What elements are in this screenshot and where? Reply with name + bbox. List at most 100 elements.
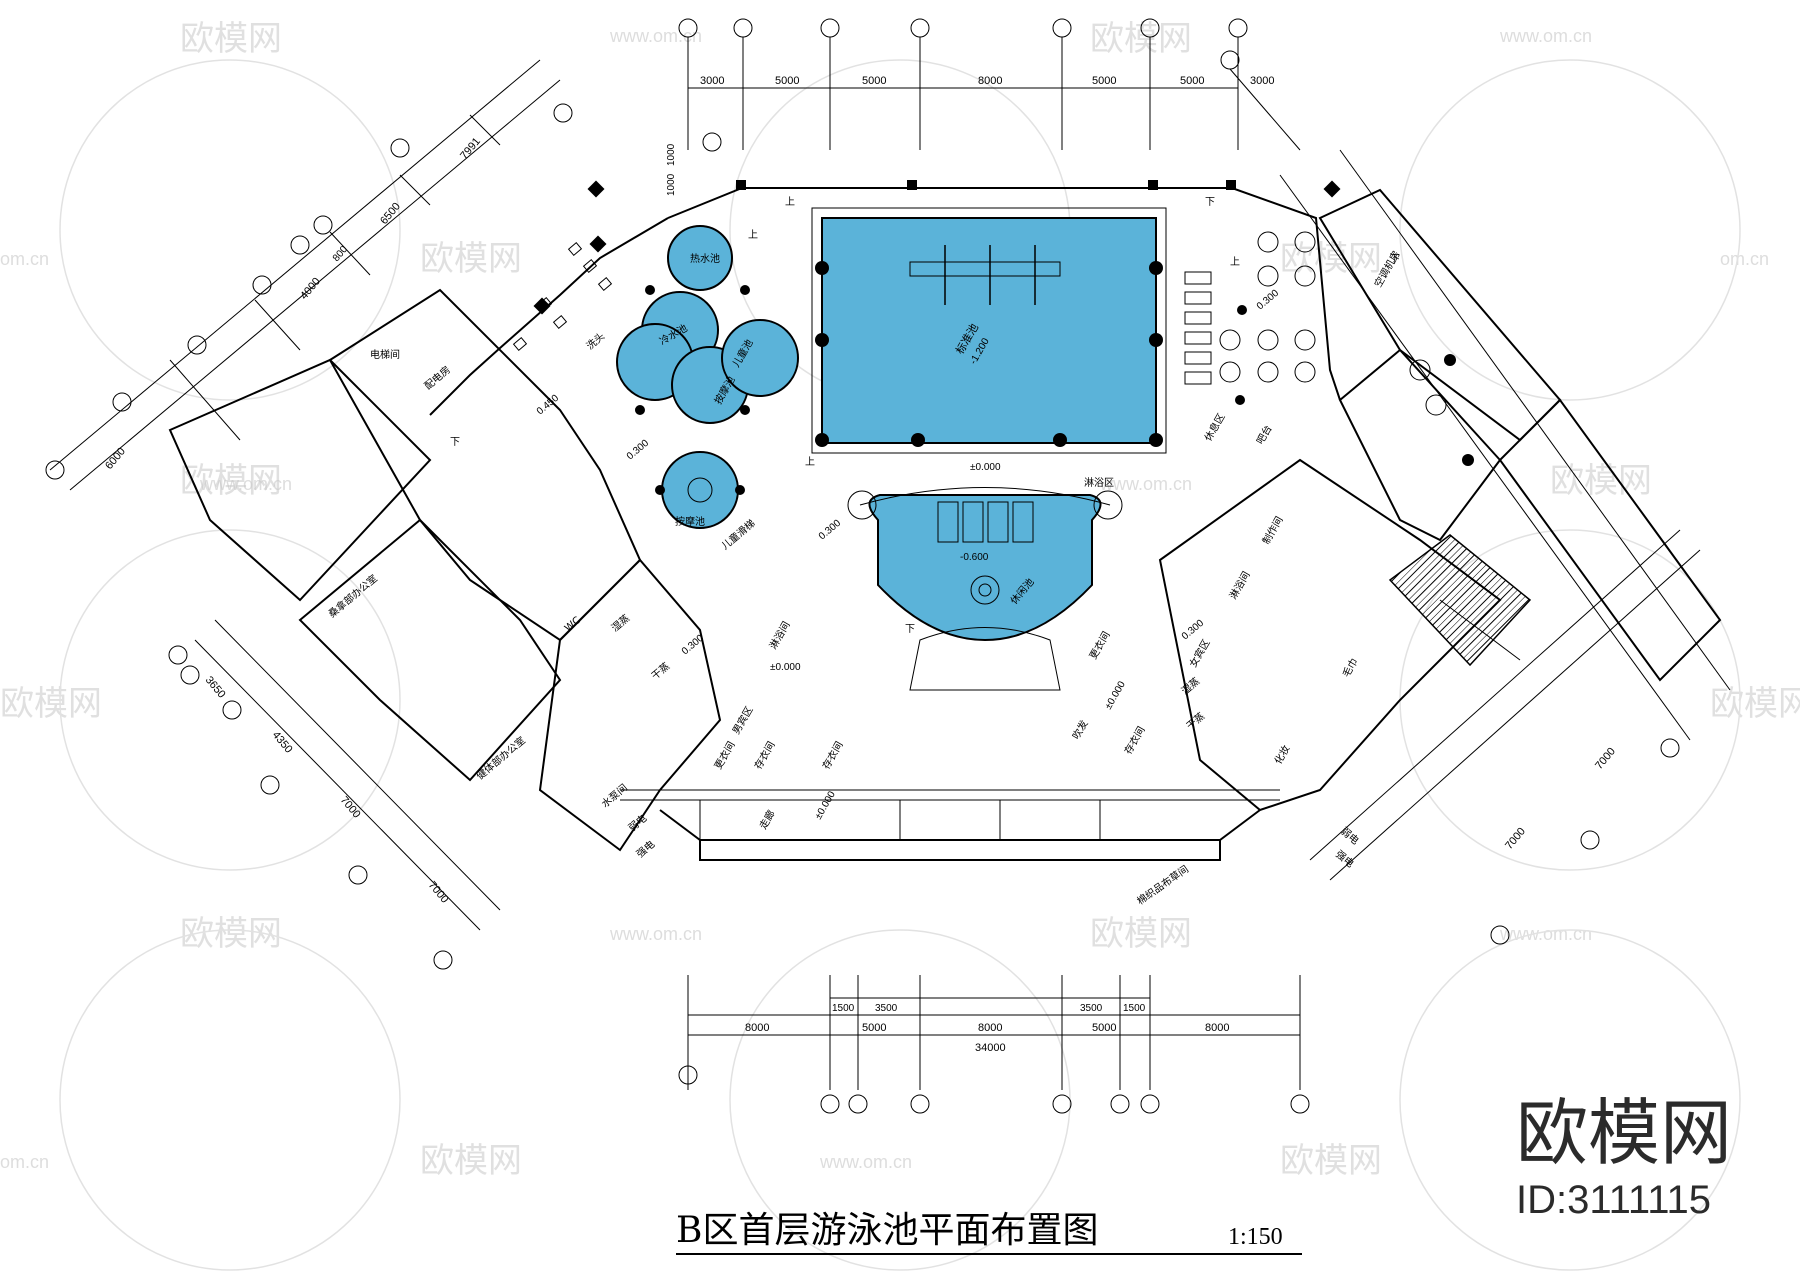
dim-label: 5000 bbox=[1092, 75, 1116, 87]
elevation-label: ±0.000 bbox=[1103, 679, 1128, 711]
room-label: WC bbox=[563, 615, 583, 634]
pool-label: 热水池 bbox=[690, 252, 720, 265]
room-label: 毛巾 bbox=[1339, 656, 1360, 680]
title-block: B区首层游泳池平面布置图 1:150 bbox=[676, 1210, 1302, 1255]
room-label: 走廊 bbox=[756, 808, 777, 832]
dim-label: 8000 bbox=[745, 1022, 769, 1034]
dim-label: 5000 bbox=[1092, 1022, 1116, 1034]
dim-label: 1500 bbox=[1123, 1003, 1146, 1014]
dim-label: 1000 bbox=[666, 173, 677, 196]
watermark-url: www.om.cn bbox=[609, 26, 702, 46]
dim-label: 7000 bbox=[1503, 825, 1528, 851]
room-label: 化妆 bbox=[1271, 743, 1292, 767]
watermark-url: om.cn bbox=[0, 249, 49, 269]
room-label: 女宾区 bbox=[1186, 637, 1212, 669]
room-label: 吧台 bbox=[1253, 423, 1274, 447]
right-dimension-chain: 7000 7000 bbox=[1279, 149, 1731, 945]
room-label: 棉织品布草间 bbox=[1134, 862, 1191, 907]
dim-label: 5000 bbox=[862, 75, 886, 87]
dim-label: 5000 bbox=[862, 1022, 886, 1034]
room-label: 干蒸 bbox=[1184, 710, 1207, 732]
watermark-text: 欧模网 bbox=[180, 19, 282, 59]
watermark-text: 欧模网 bbox=[1710, 684, 1800, 724]
dim-label: 4350 bbox=[270, 729, 295, 755]
stair-label: 上 bbox=[785, 196, 795, 208]
dim-label: 6000 bbox=[103, 445, 128, 471]
dim-label: 3000 bbox=[700, 75, 724, 87]
dim-label: 7000 bbox=[1593, 745, 1618, 771]
grid-bubbles-top bbox=[678, 18, 1248, 78]
room-label: 桑拿部办公室 bbox=[326, 572, 380, 621]
watermark-text: 欧模网 bbox=[420, 1141, 522, 1181]
room-label: 淋浴间 bbox=[766, 619, 792, 651]
stair-label: 下 bbox=[905, 624, 915, 635]
watermark-url: www.om.cn bbox=[1099, 474, 1192, 494]
room-label: 弱电 bbox=[1338, 824, 1362, 847]
watermark-text: 欧模网 bbox=[420, 239, 522, 279]
furniture bbox=[512, 180, 1474, 466]
room-label: 更衣间 bbox=[1086, 629, 1112, 661]
grid-bubbles-bottom bbox=[678, 1065, 1310, 1114]
room-label: 弱电 bbox=[626, 811, 650, 834]
elevation-label: -0.600 bbox=[960, 552, 989, 563]
room-label: 配电房 bbox=[422, 363, 453, 392]
room-label: 淋浴区 bbox=[1084, 476, 1114, 489]
dim-label: 1500 bbox=[832, 1003, 855, 1014]
room-label: 强电 bbox=[1333, 847, 1357, 870]
brand-id: ID:3111115 bbox=[1516, 1178, 1711, 1222]
room-label: 健体部办公室 bbox=[474, 734, 528, 783]
elevation-label: 0.300 bbox=[817, 518, 844, 543]
stair-labels: 上 下 上 下 上 下 上 下 bbox=[450, 196, 1400, 635]
room-label: 休息区 bbox=[1201, 411, 1227, 443]
hatched-floor-area bbox=[1388, 534, 1532, 667]
room-label: 湿蒸 bbox=[1179, 675, 1202, 697]
watermark-url: www.om.cn bbox=[609, 924, 702, 944]
dim-label: 3500 bbox=[1080, 1003, 1103, 1014]
dim-label: 3500 bbox=[875, 1003, 898, 1014]
watermark-text: 欧模网 bbox=[1090, 914, 1192, 954]
dim-label: 5000 bbox=[775, 75, 799, 87]
stair-label: 上 bbox=[748, 229, 758, 241]
watermark-url: www.om.cn bbox=[1499, 26, 1592, 46]
room-label: 存衣间 bbox=[751, 739, 777, 771]
pool-label: 按摩池 bbox=[675, 515, 705, 528]
watermark-url: www.om.cn bbox=[199, 474, 292, 494]
elevation-label: 0.300 bbox=[625, 438, 652, 463]
watermark-url: om.cn bbox=[1720, 249, 1769, 269]
watermark-circles bbox=[59, 59, 1741, 1271]
room-label: 洗头 bbox=[584, 330, 607, 352]
room-label: 电梯间 bbox=[370, 348, 400, 361]
dim-label: 8000 bbox=[978, 75, 1002, 87]
watermark-text: 欧模网 bbox=[1550, 461, 1652, 501]
dim-label: 7991 bbox=[458, 135, 483, 161]
watermark-text: 欧模网 bbox=[180, 461, 282, 501]
dim-label: 800 bbox=[331, 244, 350, 264]
dim-label: 8000 bbox=[1205, 1022, 1229, 1034]
drawing-title: B区首层游泳池平面布置图 bbox=[676, 1210, 1098, 1251]
elevation-label: 0.450 bbox=[535, 393, 562, 418]
room-label: 干蒸 bbox=[649, 660, 672, 682]
bottom-dimension-chain: 1500 3500 3500 1500 8000 5000 8000 5000 … bbox=[678, 975, 1310, 1114]
room-label: 更衣间 bbox=[711, 739, 737, 771]
watermark-url: www.om.cn bbox=[819, 1152, 912, 1172]
room-label: 制作间 bbox=[1259, 514, 1285, 546]
room-label: 男宾区 bbox=[729, 704, 755, 736]
brand-logo-text: 欧模网 bbox=[1516, 1091, 1732, 1175]
stair-label: 下 bbox=[1205, 197, 1215, 208]
watermark-url: om.cn bbox=[0, 1152, 49, 1172]
watermark-text: 欧模网 bbox=[1280, 1141, 1382, 1181]
dim-label: 7000 bbox=[426, 879, 451, 905]
elevation-label: ±0.000 bbox=[770, 662, 801, 673]
watermark-text: 欧模网 bbox=[0, 684, 102, 724]
dim-label: 8000 bbox=[978, 1022, 1002, 1034]
brand-stamp: 欧模网 ID:3111115 bbox=[1516, 1091, 1732, 1222]
room-label: 存衣间 bbox=[819, 739, 845, 771]
dim-label: 5000 bbox=[1180, 75, 1204, 87]
room-label: 强电 bbox=[634, 837, 658, 860]
top-dimension-chain: 3000 5000 5000 8000 5000 5000 3000 1000 … bbox=[666, 18, 1301, 196]
room-label: 淋浴间 bbox=[1226, 569, 1252, 601]
stair-label: 上 bbox=[1230, 256, 1240, 268]
dim-label: 3650 bbox=[203, 674, 228, 700]
drawing-scale: 1:150 bbox=[1228, 1224, 1283, 1250]
